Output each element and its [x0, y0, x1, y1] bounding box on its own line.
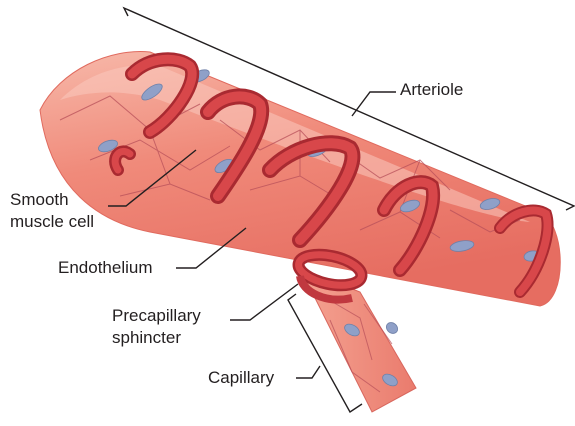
smooth-muscle-cell-label-line2: muscle cell: [10, 212, 94, 232]
precapillary-sphincter-label-line2: sphincter: [112, 328, 181, 348]
endothelium-label: Endothelium: [58, 258, 153, 278]
precapillary-leader: [230, 284, 298, 320]
capillary-label: Capillary: [208, 368, 274, 388]
smooth-muscle-cell-label-line1: Smooth: [10, 190, 69, 210]
precapillary-sphincter-label-line1: Precapillary: [112, 306, 201, 326]
capillary-leader: [296, 366, 320, 378]
arteriole-label: Arteriole: [400, 80, 463, 100]
arteriole-leader: [352, 92, 396, 116]
capillary-vessel: [300, 268, 416, 412]
